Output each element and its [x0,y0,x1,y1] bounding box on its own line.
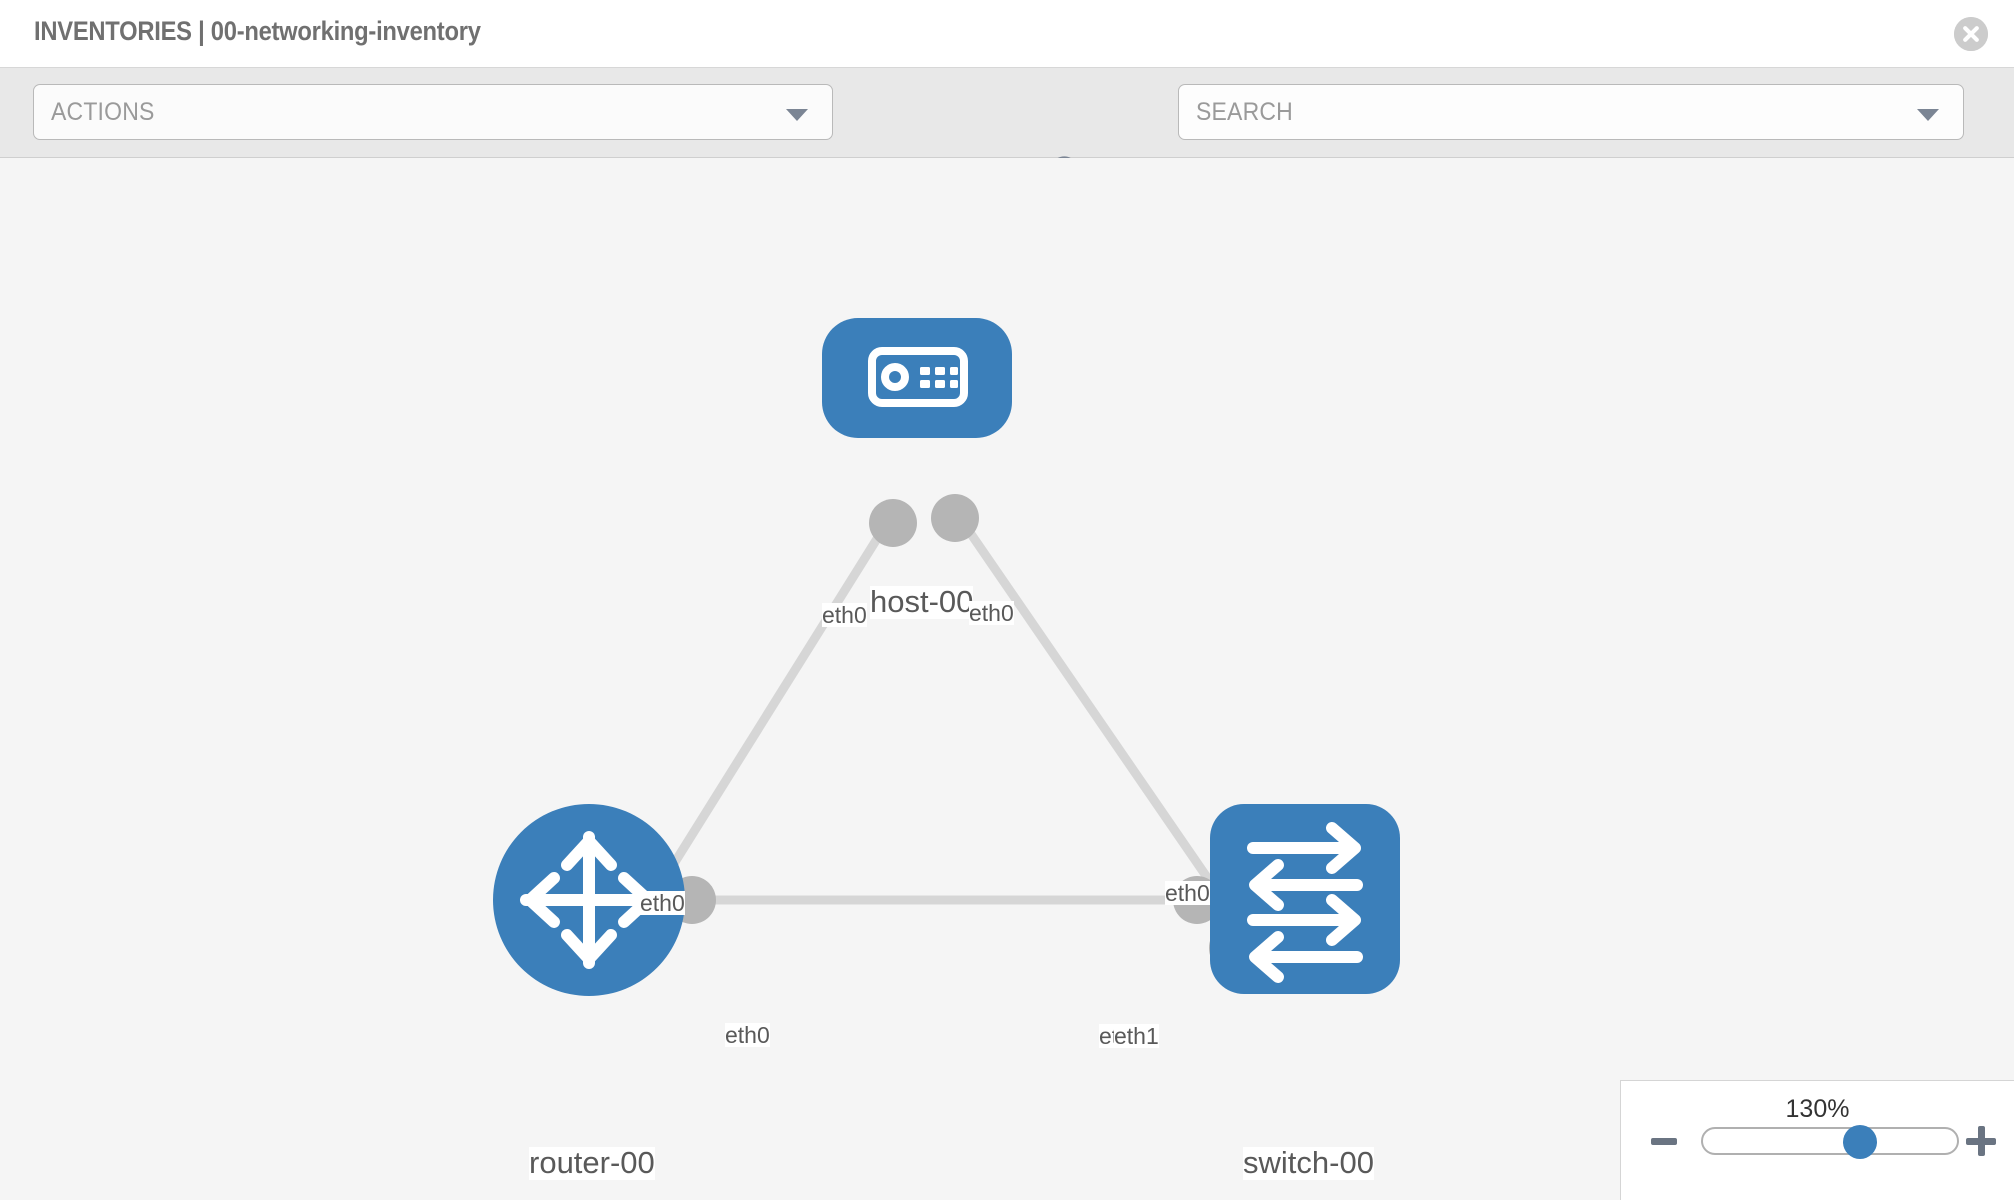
zoom-in-button[interactable] [1966,1126,1996,1156]
node-label-switch: switch-00 [1243,1145,1374,1180]
actions-dropdown[interactable]: ACTIONS [33,84,833,140]
port-label-switch-eth1: eth1 [1114,1023,1159,1049]
actions-dropdown-label: ACTIONS [51,98,155,126]
zoom-slider-track[interactable] [1701,1125,1959,1159]
node-label-router: router-00 [529,1145,655,1180]
zoom-percent-label: 130% [1785,1095,1850,1123]
topology-graph [493,318,1400,996]
node-host-00[interactable] [822,318,1012,438]
port-label-switch-uplink: eth0 [1165,880,1210,906]
chevron-down-icon[interactable] [1917,109,1939,121]
server-icon [868,347,968,407]
switch-icon [1247,822,1363,983]
search-placeholder: SEARCH [1196,98,1293,126]
link-host-router [636,515,894,921]
node-router-00[interactable] [493,804,685,996]
router-icon [520,831,658,969]
zoom-out-button[interactable] [1651,1138,1677,1145]
links-layer [636,515,1239,921]
search-input[interactable]: SEARCH [1178,84,1964,140]
chevron-down-icon [786,109,808,121]
node-label-host: host-00 [870,584,974,619]
port-label-router-eth0: eth0 [725,1022,770,1048]
port-label-host-right: eth0 [969,600,1014,626]
port-host-right [931,494,979,542]
page-header: INVENTORIES | 00-networking-inventory [0,0,2014,68]
toolbar: ACTIONS SEARCH [0,68,2014,196]
zoom-slider-thumb[interactable] [1843,1125,1878,1159]
topology-canvas[interactable]: host-00 router-00 switch-00 eth0 eth0 et… [0,158,2014,1200]
port-host-left [869,499,917,547]
zoom-control-panel: 130% [1620,1080,2014,1200]
link-host-switch [956,515,1239,921]
port-label-router-uplink: eth0 [640,890,685,916]
close-icon[interactable] [1954,17,1988,51]
node-switch-00[interactable] [1210,804,1400,994]
page-title: INVENTORIES | 00-networking-inventory [34,16,481,46]
port-label-host-left: eth0 [822,602,867,628]
